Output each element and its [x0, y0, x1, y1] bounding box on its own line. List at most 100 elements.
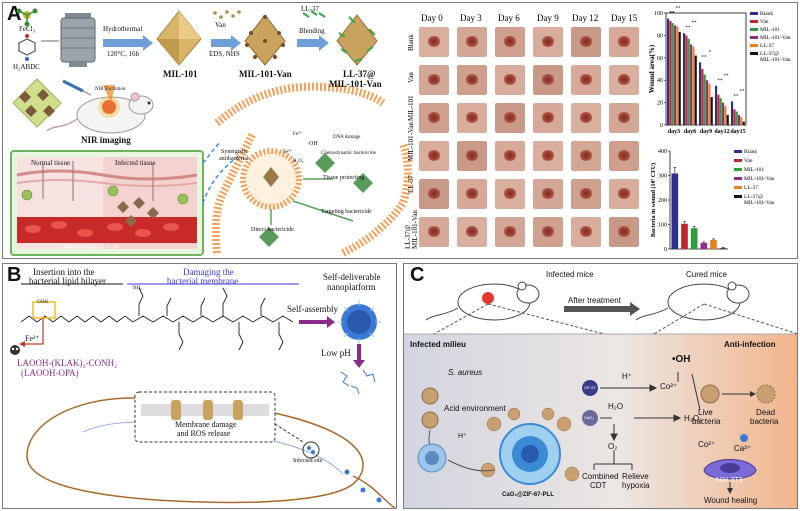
- ooh-label: OOH: [37, 300, 48, 305]
- wound-photo: [495, 65, 525, 95]
- wound-healing-label: Wound healing: [704, 496, 758, 505]
- after-treatment-arrow-icon: [564, 302, 640, 316]
- ll37-mil101-van-label-1: LL-37@: [343, 69, 376, 79]
- legend-swatch: [734, 177, 742, 180]
- panel-letter: A: [7, 3, 22, 25]
- o2-label: O₂: [608, 442, 618, 451]
- bar: [699, 62, 702, 125]
- bar: [676, 26, 679, 125]
- blood-vessel-icon: [17, 217, 197, 243]
- dissociated-nanoplatform-icon: [340, 369, 376, 395]
- wound-photo: [419, 179, 449, 209]
- wound-photo: [533, 217, 563, 247]
- anti-infection-label: Anti-infection: [724, 340, 776, 349]
- h2o2-label: H₂O₂: [684, 414, 703, 423]
- bar: [678, 32, 681, 125]
- panel-letter: B: [7, 264, 22, 286]
- wound-photo: [571, 65, 601, 95]
- bar: [708, 83, 711, 125]
- peptide-structure-icon: [20, 287, 294, 351]
- ll37-mil101-van-label-2: MIL-101-Van: [329, 79, 382, 89]
- bar: [683, 33, 686, 125]
- wound-photo: [419, 103, 449, 133]
- fecl3-label: FeCl₃: [19, 25, 36, 33]
- significance-mark: **: [734, 94, 740, 99]
- wound-photo: [495, 103, 525, 133]
- micelle-icon: [417, 443, 447, 473]
- bar: [717, 94, 720, 125]
- membrane-damage-label-1: Membrane damage: [175, 420, 237, 429]
- nanoparticle-cluster-icon: [12, 78, 62, 128]
- significance-mark: **: [670, 12, 676, 17]
- h-plus-label-2: H⁺: [622, 372, 632, 381]
- eds-nhs-label: EDS, NHS: [209, 50, 240, 58]
- membrane-layer-icon: [141, 400, 269, 420]
- legend-label: MIL-101-Van: [744, 200, 775, 206]
- live-bacteria-label-2: bacteria: [692, 417, 721, 426]
- arrow-hydrothermal-icon: [103, 35, 153, 51]
- targeting-label: Targeting bactericide: [321, 209, 372, 215]
- cured-mice-label: Cured mice: [686, 270, 727, 279]
- dead-bacteria-label-1: Dead: [756, 408, 776, 417]
- cao2-label: CaO₂: [584, 415, 594, 420]
- blending-label: Blending: [299, 27, 325, 35]
- mil101-van-particle-icon: [244, 14, 286, 66]
- y-tick-label: 300: [658, 174, 667, 180]
- wound-photo: [419, 27, 449, 57]
- damaging-label-2: bacterial membrane: [167, 276, 239, 286]
- ca2-ion-label: Ca²⁺: [734, 444, 752, 453]
- formula-part-1: LAOOH-: [17, 358, 52, 368]
- wound-photo: [419, 141, 449, 171]
- wound-photo: [457, 141, 487, 171]
- wound-photo: [533, 141, 563, 171]
- panel-letter: C: [410, 264, 425, 286]
- y-tick-label: 100: [654, 11, 663, 17]
- targeting-bacteria-icon: [259, 153, 373, 247]
- normal-tissue-label: Normal tissue: [31, 159, 71, 167]
- nir-beam-icon: [103, 85, 115, 103]
- legend-swatch: [734, 186, 742, 189]
- nir-imaging-label: NIR imaging: [81, 135, 131, 145]
- group-row-label: LL-37@ MIL-101-Van: [404, 210, 419, 249]
- bar: [715, 85, 718, 125]
- bar: [719, 98, 722, 125]
- significance-mark: **: [676, 7, 682, 12]
- arrow-conjugation-icon: [211, 35, 241, 51]
- skin-layers: [16, 161, 198, 201]
- bar: [690, 228, 698, 249]
- legend-label: LL-37: [760, 43, 774, 49]
- fe3-label: Fe³⁺: [283, 150, 293, 155]
- nanoplatform-sphere-icon: [337, 300, 381, 344]
- bar: [706, 80, 709, 125]
- bar: [667, 18, 670, 126]
- wound-photo: [457, 103, 487, 133]
- tissue-protecting-label: Tissue protecting: [323, 175, 365, 181]
- y-tick-label: 100: [658, 223, 667, 229]
- wound-photo: [609, 27, 639, 57]
- cao2-zif67-pll-nanoparticle-icon: [480, 407, 580, 485]
- significance-mark: **: [702, 55, 708, 60]
- day-header: Day 9: [537, 13, 559, 23]
- x-tick-label: day6: [684, 129, 696, 135]
- legend-label: LL-37@: [744, 194, 763, 200]
- infected-mice-label: Infected mice: [546, 270, 594, 279]
- significance-mark: **: [718, 79, 724, 84]
- y-tick-label: 0: [664, 247, 667, 253]
- syringe-icon: [62, 79, 92, 96]
- wound-photo: [609, 179, 639, 209]
- legend-swatch: [750, 36, 758, 39]
- bar: [731, 101, 734, 125]
- zif67-icon: [582, 380, 598, 396]
- dead-bacteria-icon: [756, 384, 776, 404]
- wound-photo: [495, 141, 525, 171]
- y-axis-label: Wound area(%): [648, 44, 656, 93]
- bar: [710, 239, 717, 249]
- relieve-hypoxia-label-1: Relieve: [622, 472, 649, 481]
- day-header: Day 0: [421, 13, 443, 23]
- bar: [687, 38, 690, 126]
- x-tick-label: day9: [700, 129, 712, 135]
- wound-photo: [609, 217, 639, 247]
- group-row-label: LL-37: [407, 175, 415, 193]
